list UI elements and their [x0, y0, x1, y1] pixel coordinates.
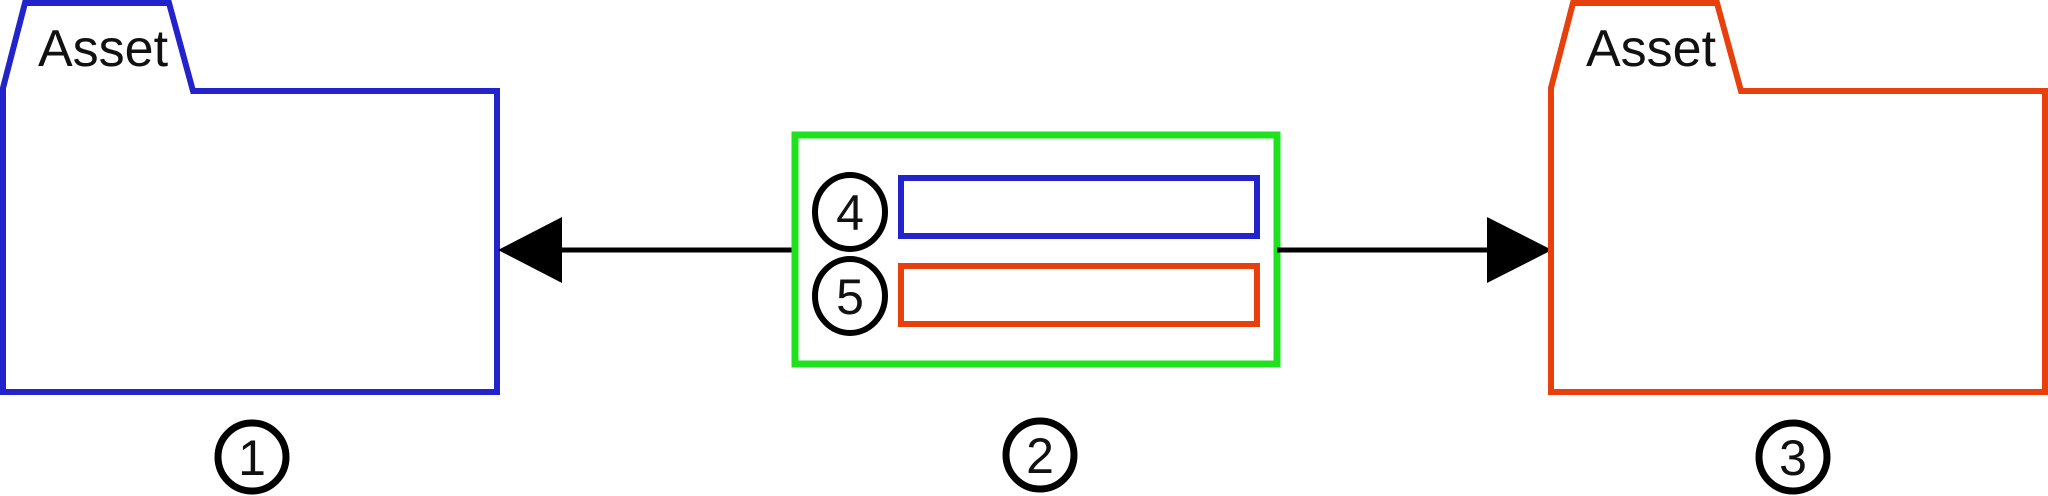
- left-folder-badge: 1: [214, 419, 290, 495]
- mapping-box: 4 5 2: [791, 131, 1281, 493]
- mapping-row-blue: 4: [812, 172, 1260, 252]
- left-folder-label: Asset: [38, 20, 169, 78]
- right-asset-folder: Asset 3: [1548, 0, 2048, 495]
- right-folder-outline: [1548, 0, 2048, 395]
- mapping-box-badge: 2: [1002, 417, 1078, 493]
- badge-2-circle: [1002, 417, 1078, 493]
- red-item-rect: [898, 263, 1260, 327]
- left-asset-folder: Asset 1: [0, 0, 500, 495]
- arrowhead-left-icon: [498, 217, 562, 283]
- badge-4-circle: [812, 172, 888, 252]
- badge-5-circle: [812, 256, 888, 336]
- badge-3-number: 3: [1779, 430, 1807, 486]
- left-arrow: [498, 217, 796, 283]
- right-arrow: [1277, 217, 1552, 283]
- badge-5-number: 5: [836, 269, 864, 325]
- mapping-row-red: 5: [812, 256, 1260, 336]
- badge-3-circle: [1755, 419, 1831, 495]
- badge-2-number: 2: [1026, 428, 1054, 484]
- right-folder-badge: 3: [1755, 419, 1831, 495]
- blue-item-rect: [898, 175, 1260, 239]
- arrowhead-right-icon: [1487, 217, 1552, 283]
- badge-1-circle: [214, 419, 290, 495]
- badge-4-number: 4: [836, 185, 864, 241]
- left-folder-outline: [0, 0, 500, 395]
- right-folder-label: Asset: [1586, 20, 1717, 78]
- badge-1-number: 1: [238, 430, 266, 486]
